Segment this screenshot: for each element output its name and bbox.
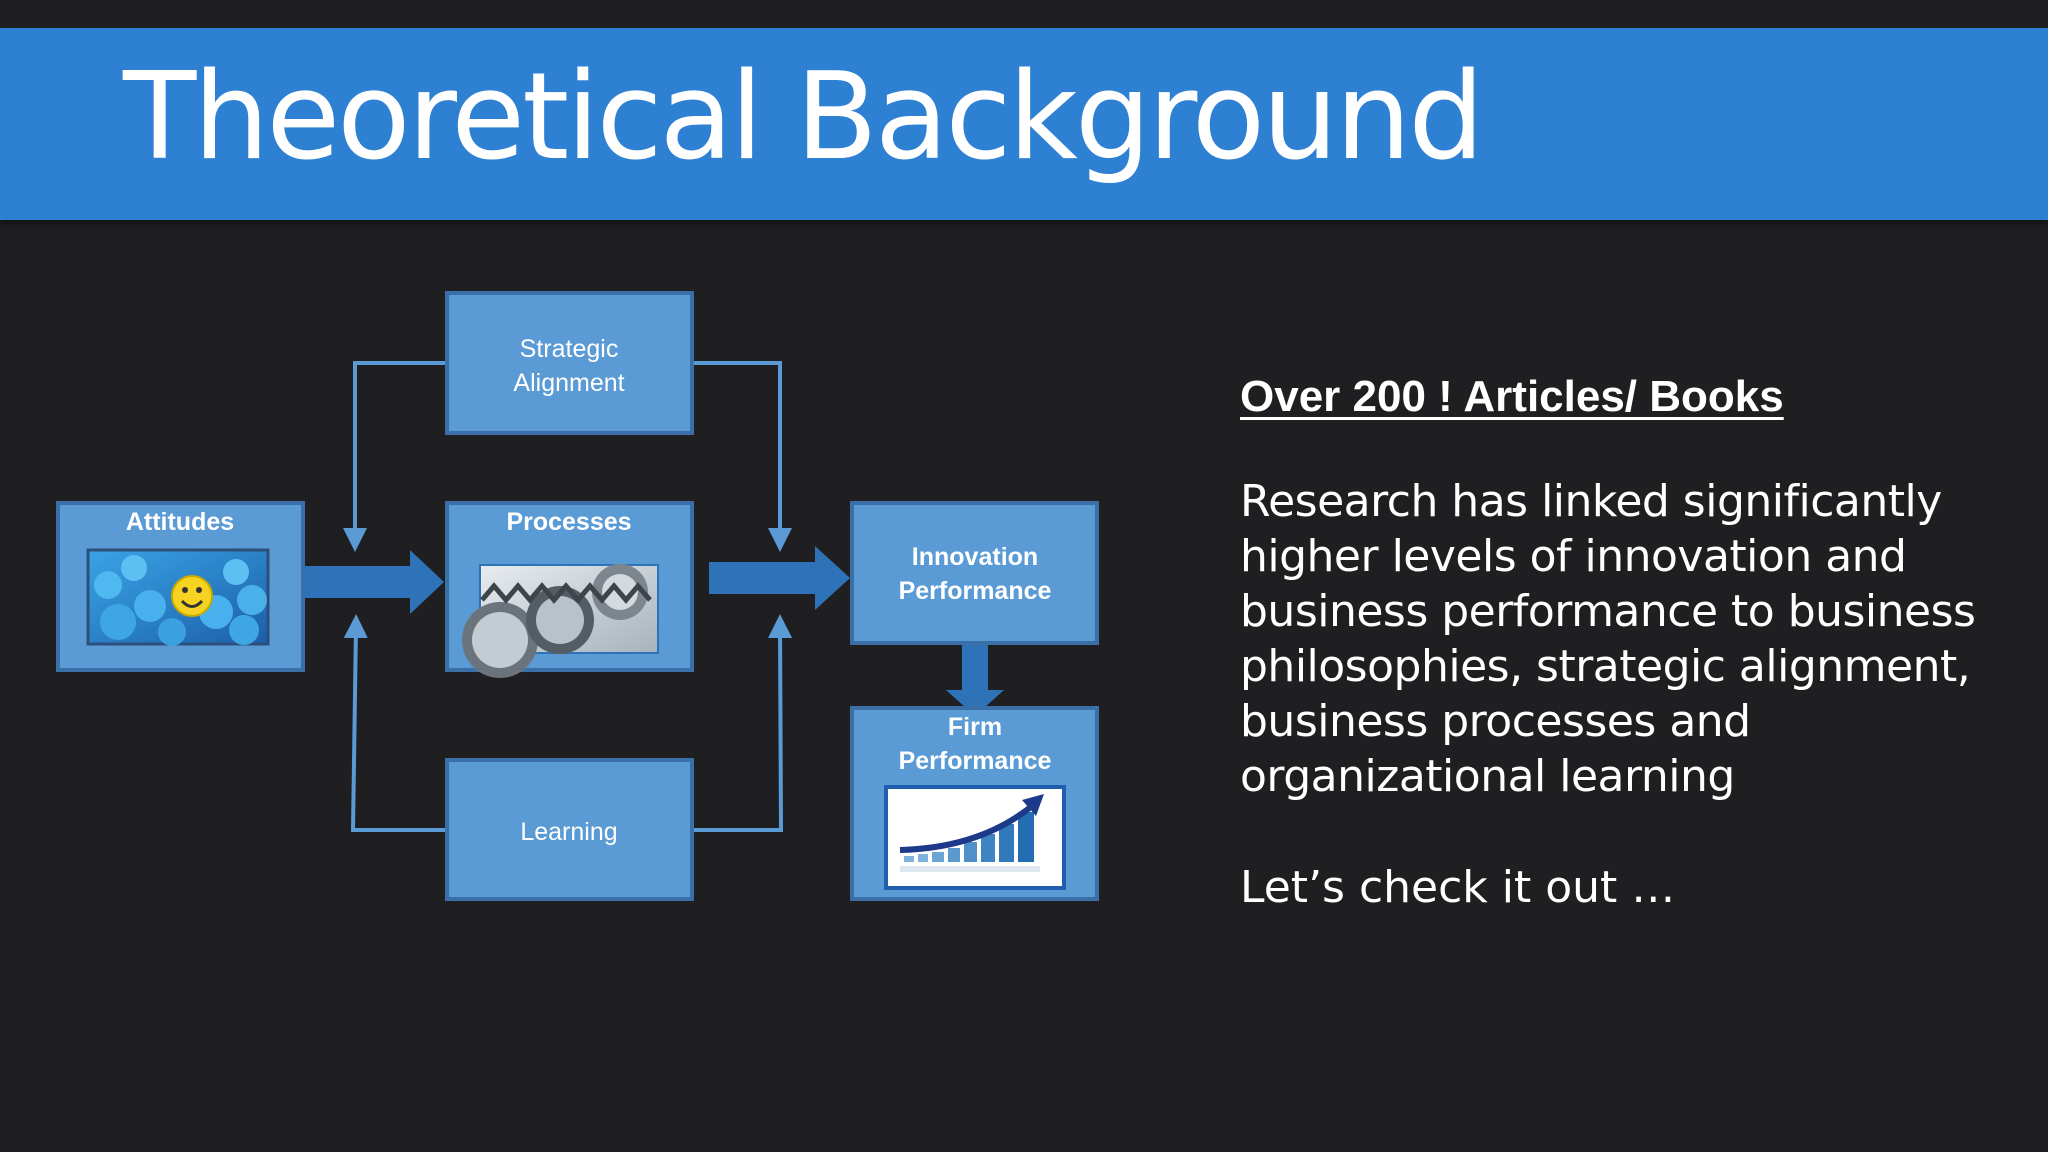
smiley-crowd-image [86,548,270,646]
gears-image [462,564,659,678]
node-attitudes: Attitudes [56,501,305,672]
panel-cta: Let’s check it out … [1240,862,1676,913]
node-innovation-performance: Innovation Performance [850,501,1099,645]
connector-learning-left [343,614,447,832]
node-innovation-label-line2: Performance [899,577,1052,605]
text-panel: Over 200 ! Articles/ Books Research has … [1240,372,2020,915]
node-firm-performance: Firm Performance [850,706,1099,901]
node-learning: Learning [445,758,694,901]
node-innovation-label-line1: Innovation [912,543,1038,571]
growth-chart-image [884,785,1066,890]
connector-strategic-left [343,361,447,552]
smiley-face-icon [171,575,213,617]
node-strategic-alignment: Strategic Alignment [445,291,694,435]
node-firm-label-line1: Firm [948,713,1002,741]
arrow-processes-to-innovation [709,546,850,610]
node-strategic-label-line1: Strategic [520,335,619,363]
node-firm-label-line2: Performance [899,747,1052,775]
node-attitudes-label: Attitudes [126,508,234,536]
node-strategic-label-line2: Alignment [513,369,624,397]
connector-learning-right [692,614,793,832]
panel-heading: Over 200 ! Articles/ Books [1240,372,1784,421]
slide-title: Theoretical Background [123,48,1484,187]
thick-arrows [305,546,1004,716]
connector-lines [343,361,793,832]
title-bar [0,28,2048,220]
node-learning-label: Learning [520,818,617,846]
node-processes-label: Processes [506,508,631,536]
node-processes: Processes [445,501,694,678]
connector-strategic-right [692,361,792,552]
arrow-innovation-to-firm [946,622,1004,716]
panel-body: Research has linked significantly higher… [1240,476,1976,802]
arrow-attitudes-to-processes [305,550,444,614]
